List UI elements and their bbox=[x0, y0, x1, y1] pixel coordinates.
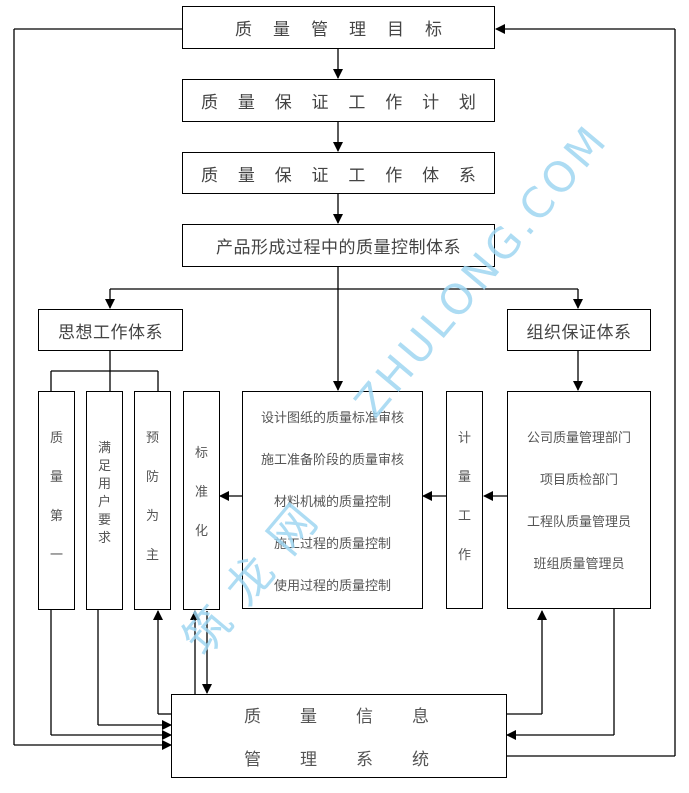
quality-info-system-box: 质 量 信 息 管 理 系 统 bbox=[171, 694, 507, 778]
char: 息 bbox=[412, 707, 429, 727]
process-step: 设计图纸的质量标准审核 bbox=[260, 411, 404, 426]
char: 理 bbox=[300, 750, 317, 770]
org-step: 项目质检部门 bbox=[539, 473, 618, 488]
quality-info-system-row-2: 管 理 系 统 bbox=[172, 745, 506, 770]
char: 保 bbox=[274, 93, 292, 113]
char: 计 bbox=[457, 431, 471, 446]
organization-assurance-label: 组织保证体系 bbox=[526, 322, 632, 343]
organization-assurance-box: 组织保证体系 bbox=[507, 309, 651, 351]
char: 主 bbox=[145, 548, 159, 563]
product-quality-control-label: 产品形成过程中的质量控制体系 bbox=[216, 238, 461, 258]
char: 工 bbox=[348, 165, 366, 186]
char: 质 bbox=[235, 20, 252, 40]
char: 足 bbox=[97, 459, 111, 474]
char: 体 bbox=[422, 165, 440, 186]
char: 质 bbox=[49, 431, 63, 446]
char: 作 bbox=[457, 548, 471, 563]
char: 要 bbox=[97, 513, 111, 528]
product-quality-control-box: 产品形成过程中的质量控制体系 bbox=[182, 224, 495, 267]
char: 管 bbox=[311, 20, 328, 40]
quality-assurance-plan-label: 质 量 保 证 工 作 计 划 bbox=[183, 88, 494, 113]
char: 证 bbox=[311, 93, 329, 113]
char: 作 bbox=[385, 165, 403, 186]
char: 防 bbox=[145, 470, 159, 485]
process-step: 使用过程的质量控制 bbox=[273, 579, 391, 594]
char: 工 bbox=[348, 93, 366, 113]
org-step: 班组质量管理员 bbox=[533, 557, 625, 572]
prevention-first-box: 预 防 为 主 bbox=[134, 391, 171, 610]
quality-assurance-system-label: 质 量 保 证 工 作 体 系 bbox=[183, 161, 494, 186]
char: 质 bbox=[244, 707, 261, 727]
char: 一 bbox=[49, 548, 63, 563]
char: 质 bbox=[201, 93, 218, 113]
standardization-box: 标 准 化 bbox=[183, 391, 220, 610]
ideology-work-system-label: 思想工作体系 bbox=[58, 322, 163, 343]
char: 量 bbox=[457, 470, 471, 485]
char: 质 bbox=[201, 165, 218, 186]
process-control-box: 设计图纸的质量标准审核 施工准备阶段的质量审核 材料机械的质量控制 施工过程的质… bbox=[242, 391, 423, 609]
process-step: 施工准备阶段的质量审核 bbox=[260, 453, 404, 468]
char: 预 bbox=[145, 431, 159, 446]
char: 为 bbox=[145, 509, 159, 524]
char: 系 bbox=[458, 165, 476, 186]
org-step: 公司质量管理部门 bbox=[526, 431, 631, 446]
process-step: 材料机械的质量控制 bbox=[273, 495, 391, 510]
char: 用 bbox=[97, 477, 111, 492]
process-step: 施工过程的质量控制 bbox=[273, 537, 391, 552]
char: 统 bbox=[412, 750, 429, 770]
char: 量 bbox=[237, 165, 255, 186]
quality-assurance-system-box: 质 量 保 证 工 作 体 系 bbox=[182, 152, 495, 194]
char: 求 bbox=[97, 531, 111, 546]
quality-goal-label: 质 量 管 理 目 标 bbox=[183, 15, 494, 40]
char: 证 bbox=[311, 165, 329, 186]
char: 量 bbox=[237, 93, 255, 113]
char: 户 bbox=[97, 495, 111, 510]
char: 保 bbox=[274, 165, 292, 186]
ideology-work-system-box: 思想工作体系 bbox=[38, 309, 183, 351]
metrology-work-box: 计 量 工 作 bbox=[446, 391, 483, 609]
char: 工 bbox=[457, 509, 471, 524]
char: 目 bbox=[387, 20, 404, 40]
char: 划 bbox=[458, 93, 476, 113]
quality-assurance-plan-box: 质 量 保 证 工 作 计 划 bbox=[182, 79, 495, 122]
char: 量 bbox=[49, 470, 63, 485]
char: 满 bbox=[97, 441, 111, 456]
char: 量 bbox=[273, 20, 290, 40]
char: 准 bbox=[194, 485, 208, 500]
quality-first-box: 质 量 第 一 bbox=[38, 391, 75, 610]
organization-chain-box: 公司质量管理部门 项目质检部门 工程队质量管理员 班组质量管理员 bbox=[507, 391, 651, 609]
org-step: 工程队质量管理员 bbox=[526, 515, 631, 530]
char: 作 bbox=[385, 93, 403, 113]
char: 标 bbox=[194, 446, 208, 461]
char: 信 bbox=[356, 707, 373, 727]
char: 标 bbox=[425, 20, 442, 40]
satisfy-user-box: 满 足 用 户 要 求 bbox=[86, 391, 123, 610]
char: 化 bbox=[194, 524, 208, 539]
char: 系 bbox=[356, 750, 373, 770]
quality-goal-box: 质 量 管 理 目 标 bbox=[182, 6, 495, 49]
quality-info-system-row-1: 质 量 信 息 bbox=[172, 702, 506, 727]
char: 量 bbox=[300, 707, 317, 727]
char: 理 bbox=[349, 20, 366, 40]
char: 计 bbox=[422, 93, 440, 113]
char: 第 bbox=[49, 509, 63, 524]
char: 管 bbox=[244, 750, 261, 770]
